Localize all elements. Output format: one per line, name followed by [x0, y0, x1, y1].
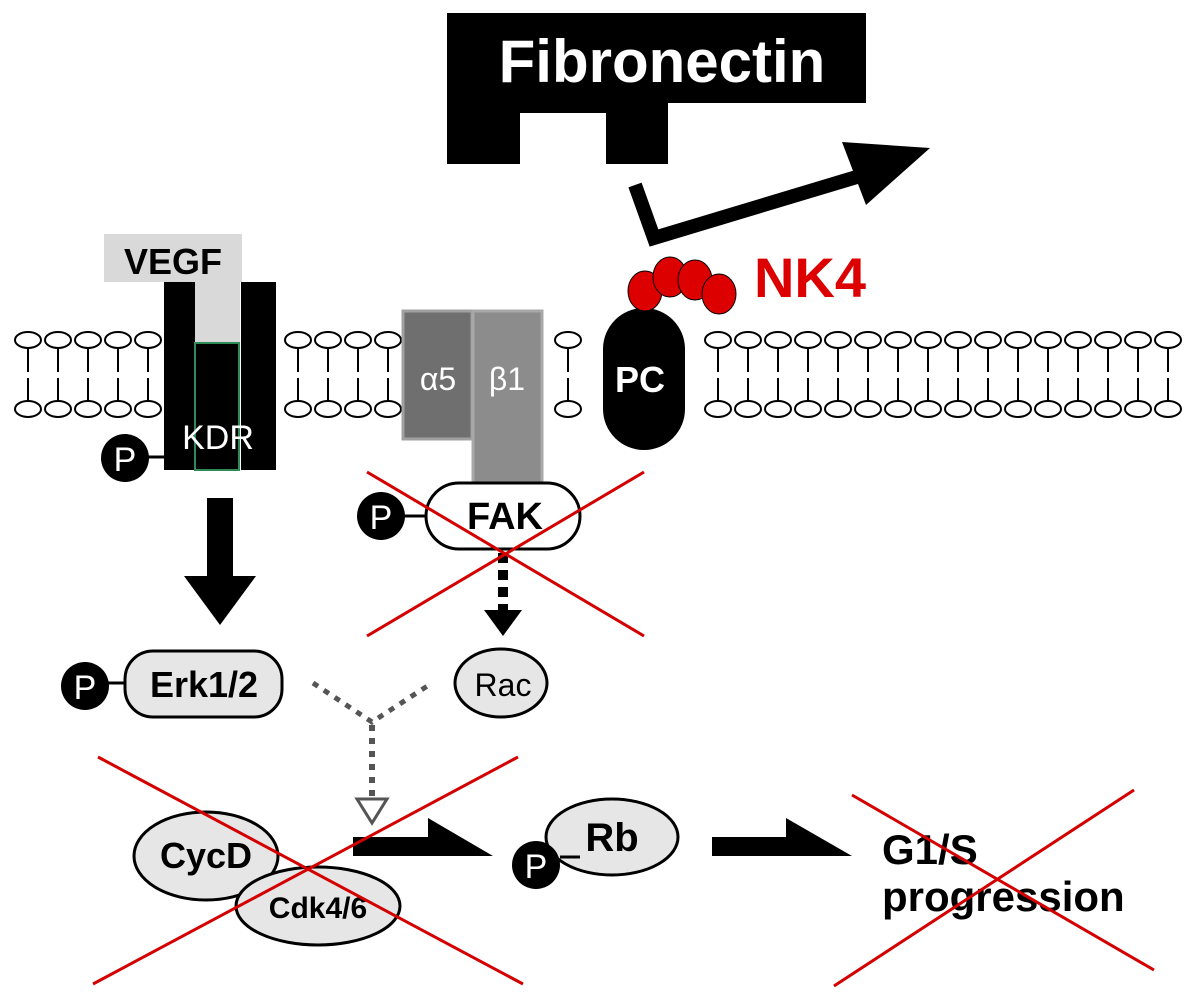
phospholipid: [704, 331, 732, 418]
phospholipid: [554, 331, 582, 418]
beta1-label: β1: [489, 361, 525, 397]
phospholipid: [1004, 331, 1032, 418]
cdk-label: Cdk4/6: [269, 892, 367, 925]
phospholipid: [734, 331, 762, 418]
kdr-label: KDR: [182, 419, 254, 457]
svg-text:P: P: [114, 441, 137, 479]
kdr-to-erk-arrow: [184, 498, 256, 625]
phospholipid: [1034, 331, 1062, 418]
nk4-label: NK4: [754, 246, 866, 309]
phospholipid: [824, 331, 852, 418]
kdr-phospho-icon: P: [101, 434, 149, 482]
rac-label: Rac: [475, 667, 532, 703]
svg-text:P: P: [370, 499, 393, 537]
phospholipid: [1094, 331, 1122, 418]
rac-node: Rac: [453, 647, 549, 719]
kdr-receptor: VEGF KDR P: [101, 234, 276, 482]
rb-to-g1s-arrow: [712, 818, 852, 856]
erk-label: Erk1/2: [150, 664, 258, 705]
inhibition-x-cdk-icon: [92, 755, 524, 986]
phospholipid: [1064, 331, 1092, 418]
pc-receptor: PC: [603, 308, 685, 450]
fak-node: P FAK: [357, 481, 582, 551]
beta1-subunit: [471, 309, 544, 491]
erk-phospho-icon: P: [61, 662, 109, 710]
phospholipid: [134, 331, 162, 418]
converging-signal-arrow: [311, 680, 434, 826]
vegf-box: [104, 234, 242, 282]
nk4: NK4: [627, 246, 866, 315]
rb-phospho-icon: P: [512, 841, 560, 889]
fibronectin-release-arrow: [628, 142, 930, 247]
phospholipid: [44, 331, 72, 418]
g1s-progression: G1/S progression: [882, 826, 1125, 920]
fak-to-rac-arrow: [484, 553, 522, 636]
phospholipid: [374, 331, 402, 418]
rb-label: Rb: [585, 816, 638, 860]
alpha5-label: α5: [420, 361, 456, 397]
phospholipid: [284, 331, 312, 418]
inhibition-x-fak-icon: [366, 470, 645, 638]
phospholipid: [14, 331, 42, 418]
integrin-a5b1: α5 β1: [401, 309, 544, 491]
rb-node: Rb P: [512, 797, 680, 889]
inhibition-x-g1s-icon: [833, 788, 1155, 988]
phospholipid: [944, 331, 972, 418]
alpha5-subunit: [401, 309, 474, 441]
cycd-label: CycD: [160, 835, 252, 876]
phospholipid: [74, 331, 102, 418]
phospholipid: [1154, 331, 1182, 418]
svg-text:P: P: [74, 669, 97, 707]
phospholipid: [974, 331, 1002, 418]
phospholipid: [1124, 331, 1152, 418]
fak-phospho-icon: P: [357, 492, 405, 540]
fak-label: FAK: [467, 496, 544, 538]
g1s-label-line1: G1/S: [882, 826, 978, 873]
phospholipid: [104, 331, 132, 418]
fibronectin: Fibronectin: [447, 13, 866, 164]
cdk-to-rb-arrow: [353, 818, 493, 856]
phospholipid: [854, 331, 882, 418]
erk-node: P Erk1/2: [61, 649, 284, 719]
phospholipid: [314, 331, 342, 418]
phospholipid: [764, 331, 792, 418]
vegf-label: VEGF: [124, 241, 222, 282]
g1s-label-line2: progression: [882, 873, 1125, 920]
phospholipid: [914, 331, 942, 418]
phospholipid: [884, 331, 912, 418]
svg-text:P: P: [525, 848, 548, 886]
cycd-cdk-complex: CycD Cdk4/6: [132, 810, 402, 947]
phospholipid: [344, 331, 372, 418]
phospholipid: [794, 331, 822, 418]
pc-label: PC: [615, 359, 665, 400]
fibronectin-label: Fibronectin: [499, 28, 826, 95]
